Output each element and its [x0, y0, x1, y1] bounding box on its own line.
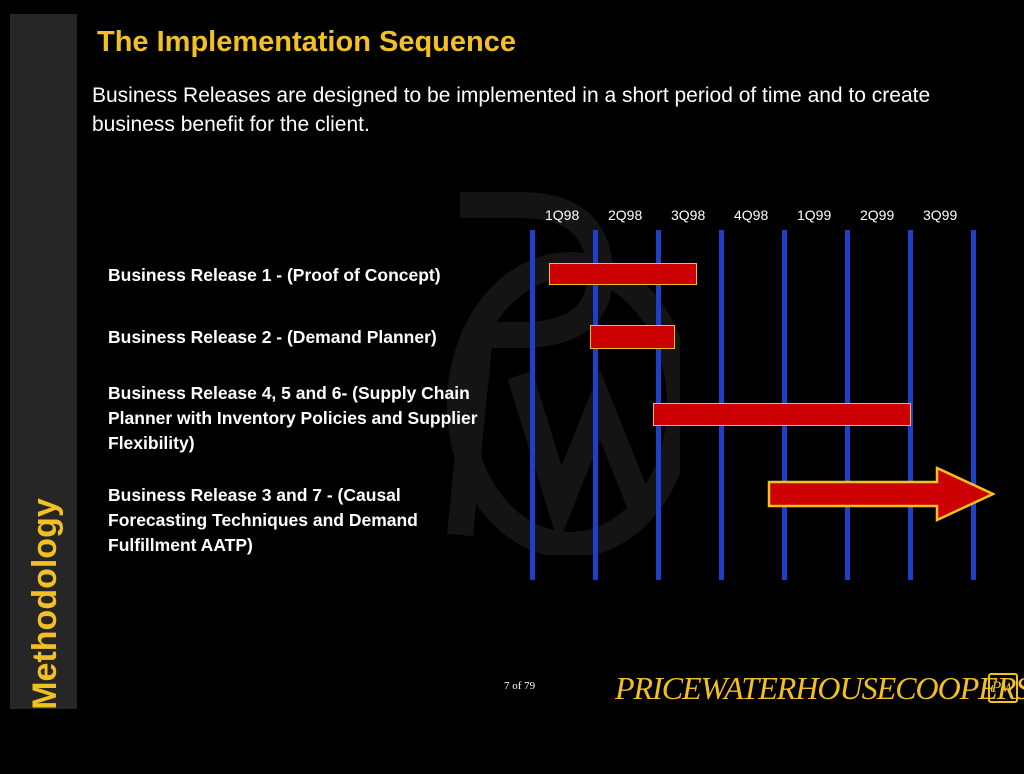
release-456-label: Business Release 4, 5 and 6- (Supply Cha…	[108, 383, 478, 453]
page-number: 7 of 79	[504, 680, 536, 692]
release-456-bar	[652, 403, 912, 426]
quarter-label-1q98: 1Q98	[545, 207, 580, 223]
quarter-label-3q98: 3Q98	[671, 207, 706, 223]
release-1-label: Business Release 1 - (Proof of Concept)	[108, 265, 441, 285]
company-logo-mark: PW	[988, 673, 1018, 703]
release-37-arrow	[767, 466, 995, 522]
quarter-label-2q98: 2Q98	[608, 207, 643, 223]
company-logo: PRICEWATERHOUSECOOPERS	[615, 670, 1024, 706]
release-2-bar	[589, 325, 675, 349]
quarter-label-4q98: 4Q98	[734, 207, 769, 223]
slide-title: The Implementation Sequence	[97, 26, 516, 58]
slide-subtitle: Business Releases are designed to be imp…	[92, 84, 931, 136]
section-label: Methodology	[26, 498, 64, 710]
sidebar-panel: Methodology	[10, 14, 77, 710]
quarter-label-2q99: 2Q99	[860, 207, 895, 223]
release-2-label: Business Release 2 - (Demand Planner)	[108, 327, 437, 347]
quarter-label-1q99: 1Q99	[797, 207, 832, 223]
gridline-0	[530, 230, 535, 580]
gridline-7	[971, 230, 976, 580]
release-37-label: Business Release 3 and 7 - (Causal Forec…	[108, 485, 418, 555]
gridline-1	[593, 230, 598, 580]
quarter-label-3q99: 3Q99	[923, 207, 958, 223]
release-1-bar	[548, 263, 697, 285]
